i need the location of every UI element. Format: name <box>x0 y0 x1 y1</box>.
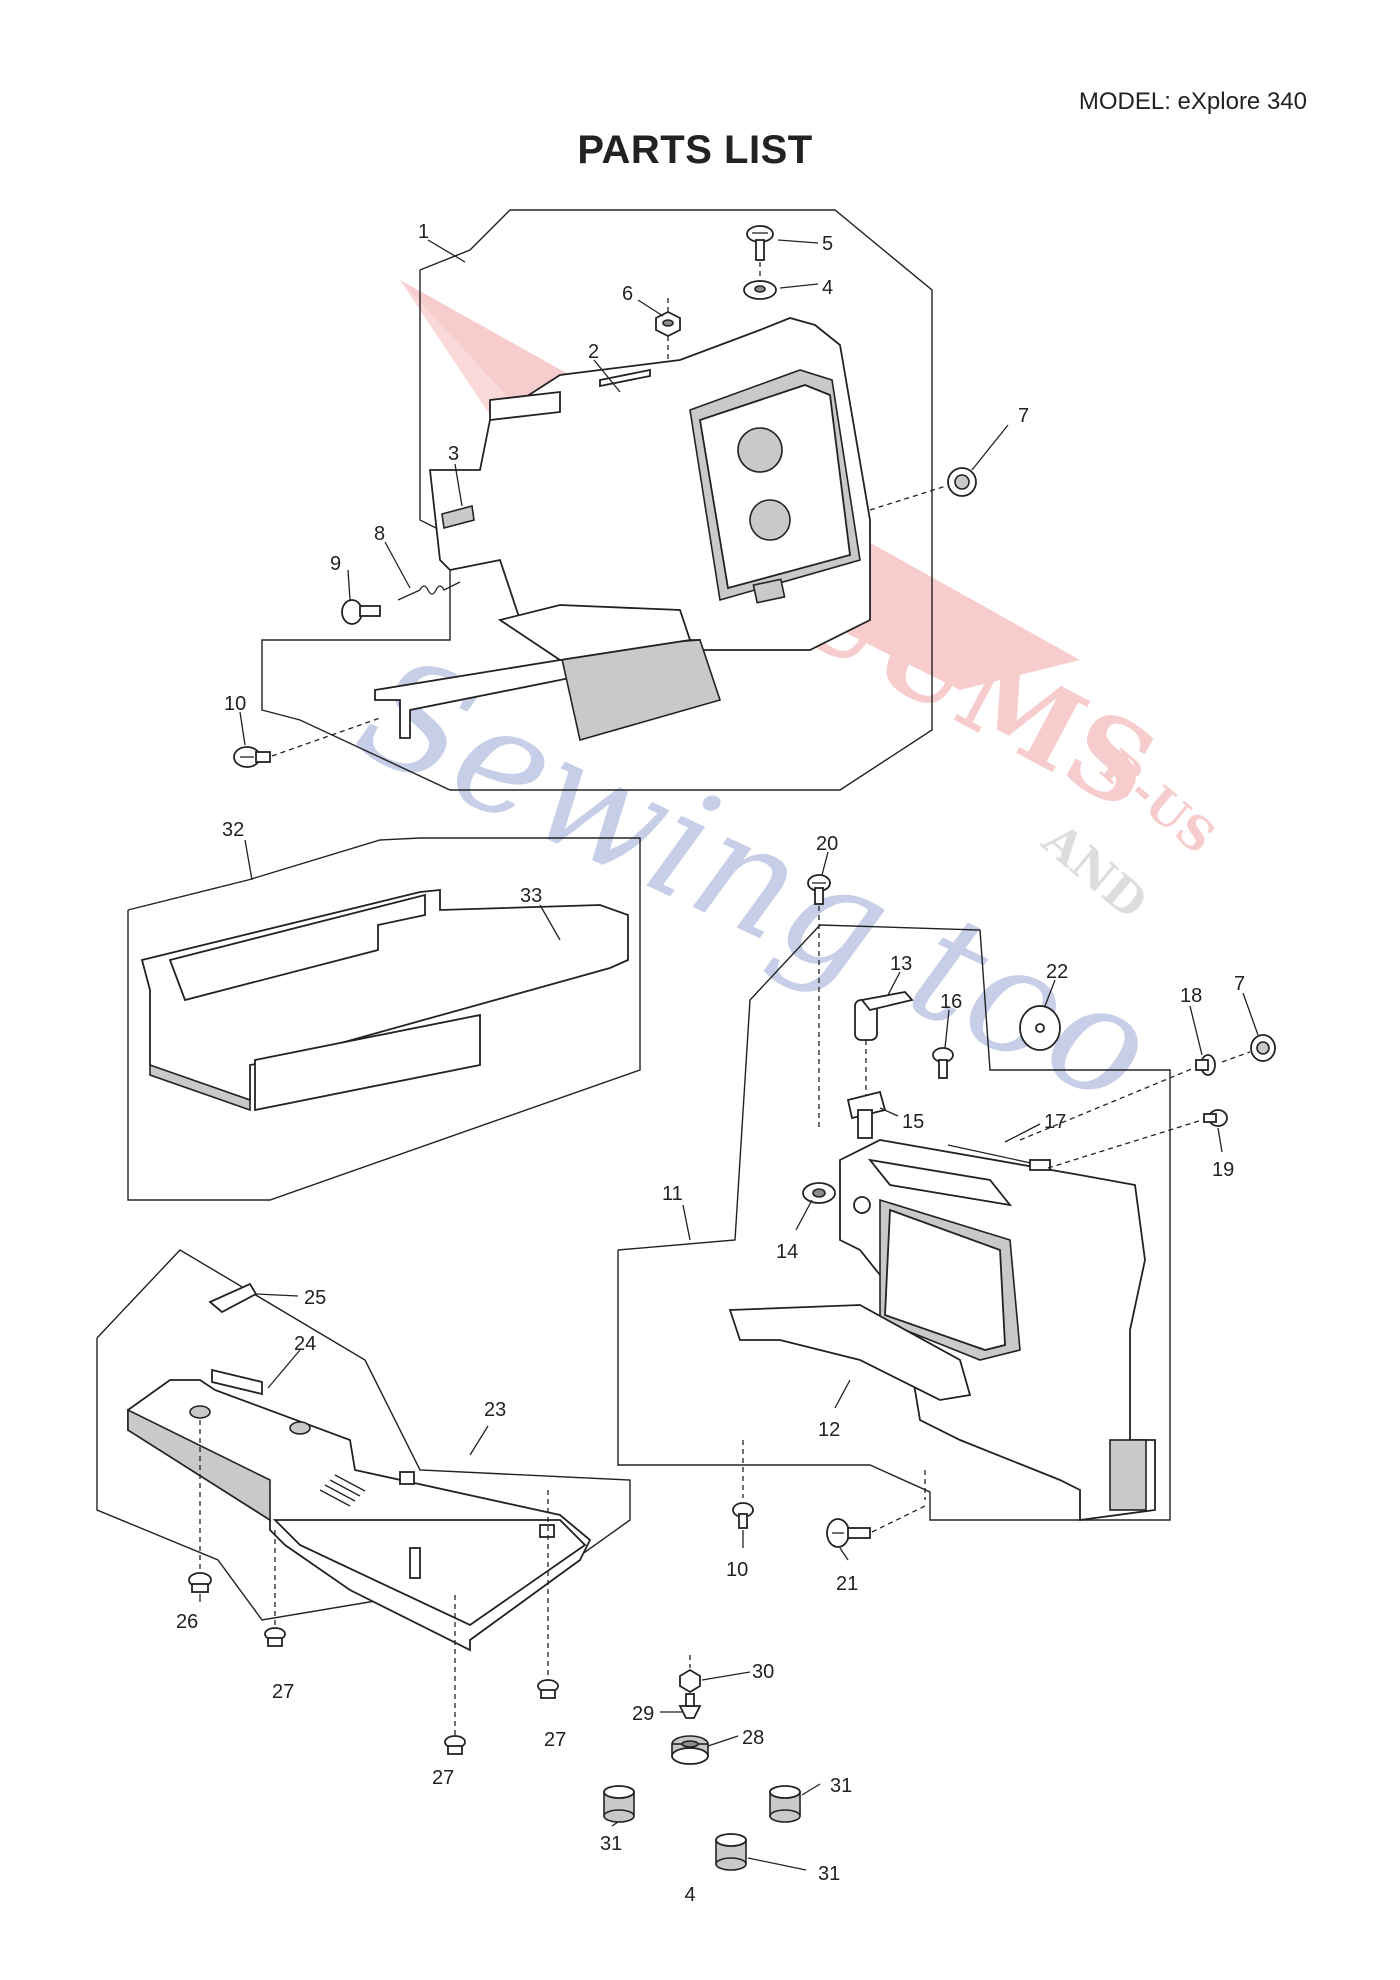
callout-13: 13 <box>890 953 912 975</box>
part-19-screw <box>1047 1109 1228 1169</box>
callout-27c: 27 <box>544 1729 566 1751</box>
group-rubber-feet <box>603 1655 801 1871</box>
part-27b-foot <box>444 1595 466 1755</box>
part-3-strip <box>441 504 475 530</box>
callout-30: 30 <box>752 1661 774 1683</box>
part-14-gear <box>802 1182 871 1214</box>
callout-18: 18 <box>1180 985 1202 1007</box>
callout-19: 19 <box>1212 1159 1234 1181</box>
vent-slots <box>319 1474 366 1507</box>
callout-29: 29 <box>632 1703 654 1725</box>
part-20-screw <box>807 874 831 1130</box>
part-21-screw <box>826 1470 926 1548</box>
callout-17: 17 <box>1044 1111 1066 1133</box>
part-31b-foot <box>769 1785 801 1823</box>
callout-12: 12 <box>818 1419 840 1441</box>
part-10b-screw <box>732 1440 754 1529</box>
part-22-disc <box>1019 1005 1061 1051</box>
part-16-screw <box>932 1047 954 1079</box>
part-6-nut <box>655 298 681 360</box>
callout-1: 1 <box>418 221 429 243</box>
part-17-rod <box>947 1144 1051 1171</box>
part-24-plate <box>211 1368 263 1396</box>
callout-7b: 7 <box>1234 973 1245 995</box>
callout-21: 21 <box>836 1573 858 1595</box>
part-26-foot <box>188 1420 212 1593</box>
page-title: PARTS LIST <box>577 128 813 172</box>
callout-33: 33 <box>520 885 542 907</box>
part-5-screw <box>746 225 774 282</box>
part-18-screw <box>1019 1054 1216 1141</box>
callout-labels: 1 2 3 4 5 6 7 8 9 10 32 33 20 13 16 22 1… <box>176 221 1245 1885</box>
callout-31c: 31 <box>818 1863 840 1885</box>
callout-27b: 27 <box>432 1767 454 1789</box>
part-25-clip <box>208 1282 258 1314</box>
callout-26: 26 <box>176 1611 198 1633</box>
callout-32: 32 <box>222 819 244 841</box>
part-27a-foot <box>264 1530 286 1647</box>
callout-6: 6 <box>622 283 633 305</box>
part-13-lever <box>854 991 914 1100</box>
callout-9: 9 <box>330 553 341 575</box>
part-9-screw <box>341 599 381 625</box>
page-number: 4 <box>684 1884 696 1906</box>
callout-23: 23 <box>484 1399 506 1421</box>
callout-10a: 10 <box>224 693 246 715</box>
callout-8: 8 <box>374 523 385 545</box>
callout-27a: 27 <box>272 1681 294 1703</box>
callout-22: 22 <box>1046 961 1068 983</box>
part-31a-foot <box>603 1785 635 1823</box>
callout-4: 4 <box>822 277 833 299</box>
callout-31a: 31 <box>830 1775 852 1797</box>
callout-10b: 10 <box>726 1559 748 1581</box>
part-29-screw <box>678 1693 702 1719</box>
watermark-sub2: AND <box>1032 812 1158 930</box>
callout-5: 5 <box>822 233 833 255</box>
group-base-plate <box>96 1249 631 1755</box>
part-7b-cap <box>1221 1034 1276 1063</box>
callout-14: 14 <box>776 1241 798 1263</box>
part-10-screw-top <box>233 717 381 768</box>
callout-2: 2 <box>588 341 599 363</box>
callout-25: 25 <box>304 1287 326 1309</box>
callout-11: 11 <box>662 1183 683 1205</box>
callout-16: 16 <box>940 991 962 1013</box>
model-label: MODEL: eXplore 340 <box>1078 88 1307 115</box>
callout-31b: 31 <box>600 1833 622 1855</box>
part-27c-foot <box>537 1490 559 1699</box>
callout-24: 24 <box>294 1333 316 1355</box>
callout-15: 15 <box>902 1111 924 1133</box>
callout-20: 20 <box>816 833 838 855</box>
part-15-bracket <box>846 1090 887 1139</box>
leader-lines <box>199 239 1259 1871</box>
callout-3: 3 <box>448 443 459 465</box>
part-31c-foot <box>715 1833 747 1871</box>
group-rear-cover <box>617 874 1276 1548</box>
part-8-spring <box>397 581 461 601</box>
callout-28: 28 <box>742 1727 764 1749</box>
part-28-washer <box>671 1735 709 1765</box>
callout-7a: 7 <box>1018 405 1029 427</box>
part-7-cap <box>869 467 977 511</box>
part-30-nut <box>679 1655 701 1694</box>
group-front-cover <box>233 209 977 791</box>
group-extension-table <box>127 837 641 1201</box>
